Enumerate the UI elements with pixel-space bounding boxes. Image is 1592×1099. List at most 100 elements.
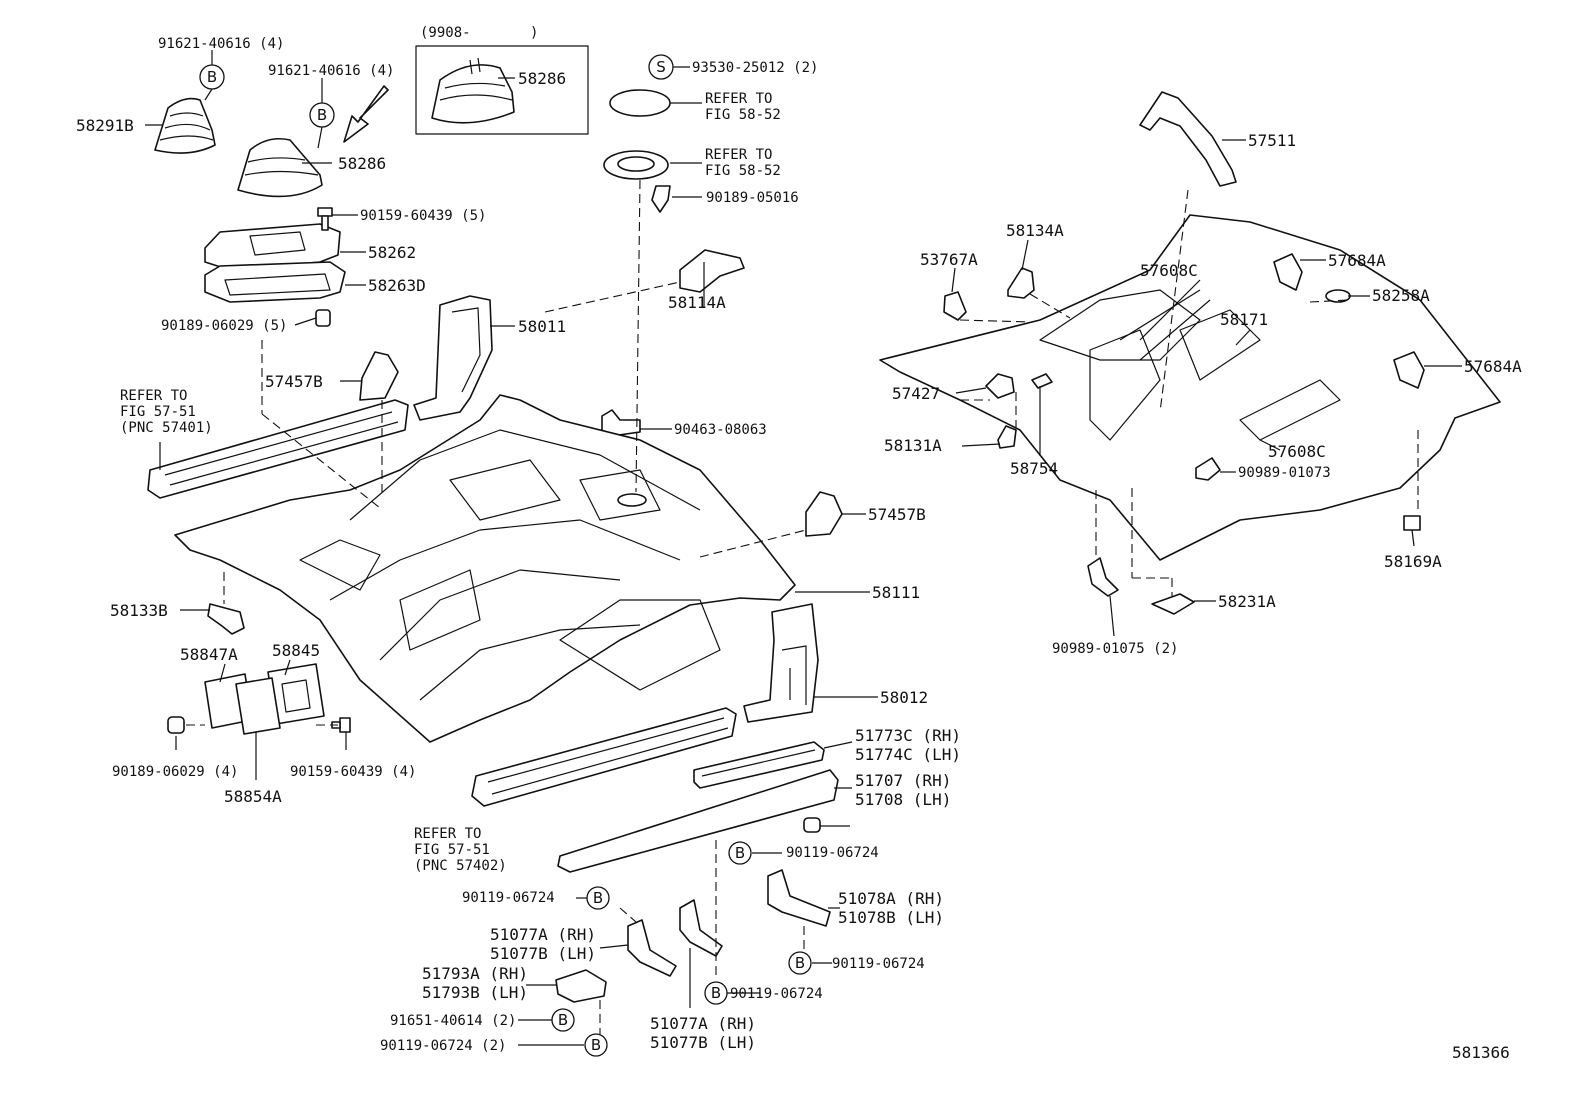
label-51078a: 51078A (RH) — [838, 889, 944, 908]
label-51774c: 51774C (LH) — [855, 745, 961, 764]
boot-58286-drawing — [237, 137, 323, 198]
arrow-icon — [343, 85, 389, 143]
bracket-51793a-drawing — [555, 969, 607, 1003]
rocker-rail-57401-drawing — [147, 399, 409, 499]
callout-b-7: B — [551, 1008, 575, 1032]
callout-b-1: B — [199, 64, 225, 90]
label-refer-5852-a2: FIG 58-52 — [705, 107, 781, 123]
bracket-51077a-a-drawing — [627, 919, 677, 977]
svg-text:S: S — [656, 58, 666, 76]
callout-s: S — [648, 54, 674, 80]
clip-icon — [803, 817, 821, 833]
label-refer-5751-b1: REFER TO — [414, 826, 481, 842]
bracket-58114a-drawing — [679, 249, 745, 293]
label-90119-b: 90119-06724 — [462, 890, 555, 906]
label-91621-b: 91621-40616 (4) — [268, 63, 394, 79]
label-51077a-a: 51077A (RH) — [490, 925, 596, 944]
label-90119-d: 90119-06724 — [730, 986, 823, 1002]
svg-text:B: B — [735, 844, 745, 862]
label-51793b: 51793B (LH) — [422, 983, 528, 1002]
bracket-57457b-a-drawing — [359, 351, 399, 401]
svg-text:B: B — [317, 106, 327, 124]
label-58291b: 58291B — [76, 116, 134, 135]
label-58134a: 58134A — [1006, 221, 1064, 240]
label-58847a: 58847A — [180, 645, 238, 664]
clip-58169a-drawing — [1403, 515, 1421, 531]
label-58854a: 58854A — [224, 787, 282, 806]
nut-90189-icon — [315, 309, 331, 327]
label-58011: 58011 — [518, 317, 566, 336]
label-58133b: 58133B — [110, 601, 168, 620]
floor-pan-58111-drawing — [174, 394, 796, 743]
plate-58262-drawing — [204, 223, 341, 271]
label-51708: 51708 (LH) — [855, 790, 951, 809]
clip-58754-drawing — [1031, 373, 1053, 389]
label-90119-c: 90119-06724 — [832, 956, 925, 972]
svg-text:B: B — [593, 889, 603, 907]
label-93530: 93530-25012 (2) — [692, 60, 818, 76]
label-58754: 58754 — [1010, 459, 1058, 478]
label-90989-01075: 90989-01075 (2) — [1052, 641, 1178, 657]
member-57511-drawing — [1139, 91, 1237, 187]
label-refer-5751-a1: REFER TO — [120, 388, 187, 404]
label-58845: 58845 — [272, 641, 320, 660]
part-labels: 91621-40616 (4) 58291B 91621-40616 (4) 5… — [76, 25, 1522, 1062]
label-90119-e: 90119-06724 (2) — [380, 1038, 506, 1054]
label-refer-5852-b1: REFER TO — [705, 147, 772, 163]
panel-58012-drawing — [743, 603, 819, 723]
label-57457b-b: 57457B — [868, 505, 926, 524]
bracket-57427-drawing — [985, 373, 1015, 399]
label-refer-5852-b2: FIG 58-52 — [705, 163, 781, 179]
plug-refer-5852-a-drawing — [609, 89, 671, 117]
label-58286-b: 58286 — [518, 69, 566, 88]
label-58114a: 58114A — [668, 293, 726, 312]
label-58111: 58111 — [872, 583, 920, 602]
bracket-57684a-a-drawing — [1273, 253, 1303, 291]
scuff-plate-51773c-drawing — [693, 741, 825, 789]
label-51077b-b: 51077B (LH) — [650, 1033, 756, 1052]
plate-58854a-drawing — [235, 677, 281, 735]
label-57608c-a: 57608C — [1140, 261, 1198, 280]
callout-b-3: B — [728, 841, 752, 865]
plate-58263d-drawing — [204, 261, 346, 303]
label-57608c-b: 57608C — [1268, 442, 1326, 461]
bracket-58231a-drawing — [1151, 593, 1195, 615]
label-58263d: 58263D — [368, 276, 426, 295]
boot-58291b-drawing — [154, 97, 216, 154]
label-90189-06029-b: 90189-06029 (4) — [112, 764, 238, 780]
svg-text:B: B — [591, 1036, 601, 1054]
label-51077a-b: 51077A (RH) — [650, 1014, 756, 1033]
label-57427: 57427 — [892, 384, 940, 403]
label-58231a: 58231A — [1218, 592, 1276, 611]
label-58258a: 58258A — [1372, 286, 1430, 305]
bracket-58133b-drawing — [207, 603, 245, 635]
variant-box — [415, 45, 589, 135]
callout-b-8: B — [584, 1033, 608, 1057]
clip-90989-01073-drawing — [1195, 457, 1221, 481]
screw-90159-icon — [317, 207, 333, 231]
label-91621-a: 91621-40616 (4) — [158, 36, 284, 52]
bracket-57684a-b-drawing — [1393, 351, 1425, 389]
label-58286-a: 58286 — [338, 154, 386, 173]
label-51078b: 51078B (LH) — [838, 908, 944, 927]
boot-9908-drawing — [431, 57, 515, 124]
panel-58011-drawing — [413, 295, 493, 421]
label-57511: 57511 — [1248, 131, 1296, 150]
label-57684a-a: 57684A — [1328, 251, 1386, 270]
nut-90189-05016-icon — [651, 185, 671, 213]
rocker-rail-57402-drawing — [471, 707, 737, 807]
label-58012: 58012 — [880, 688, 928, 707]
label-90189-05016: 90189-05016 — [706, 190, 799, 206]
label-refer-5852-a1: REFER TO — [705, 91, 772, 107]
label-refer-5751-b2: FIG 57-51 — [414, 842, 490, 858]
svg-text:B: B — [711, 984, 721, 1002]
leader-lines — [145, 50, 1462, 1046]
label-refer-5751-a3: (PNC 57401) — [120, 420, 213, 436]
grommet-refer-5852-b-drawing — [603, 150, 669, 180]
bracket-57457b-b-drawing — [805, 491, 843, 537]
label-51793a: 51793A (RH) — [422, 964, 528, 983]
callout-b-4: B — [586, 886, 610, 910]
bracket-90989-01075-drawing — [1087, 557, 1119, 597]
label-9908: (9908- — [420, 25, 471, 41]
